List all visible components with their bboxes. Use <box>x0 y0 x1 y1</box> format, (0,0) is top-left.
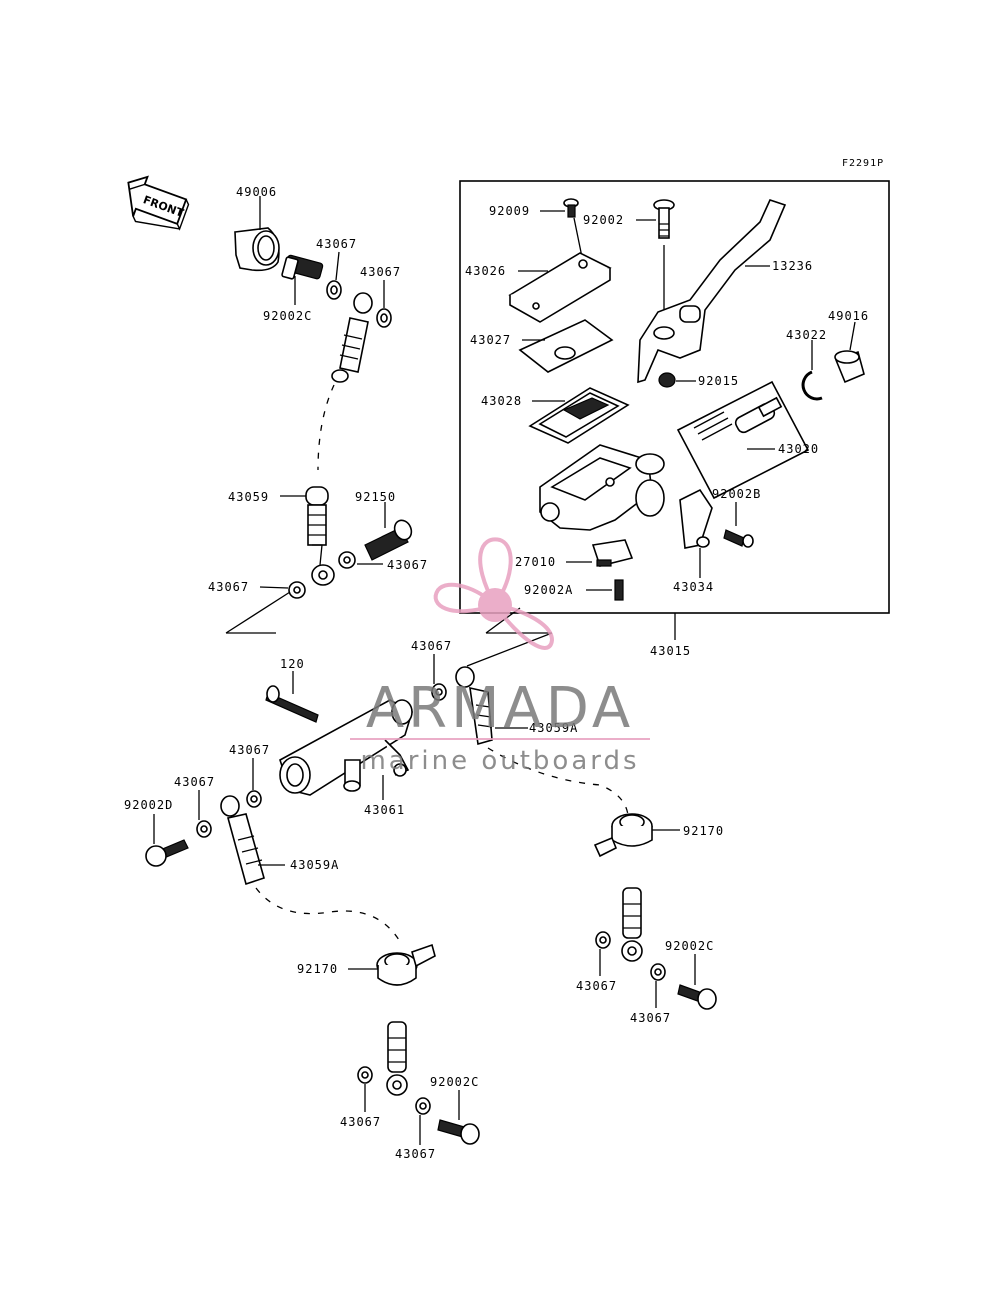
label-43059: 43059 <box>228 490 269 504</box>
label-27010: 27010 <box>515 555 556 569</box>
circlip-43022 <box>801 340 823 401</box>
hose-fitting-lower-left <box>386 1021 408 1096</box>
banjo-bolt-92002c <box>281 254 324 305</box>
label-43027: 43027 <box>470 333 511 347</box>
lever-nut-92015 <box>658 372 696 388</box>
clamp-bolt-92002b <box>723 502 754 548</box>
label-92002c-c: 92002C <box>430 1075 479 1089</box>
label-43034: 43034 <box>673 580 714 594</box>
brake-lever-13236 <box>637 199 787 384</box>
lever-pivot-bolt-92002 <box>636 199 675 320</box>
label-92150: 92150 <box>355 490 396 504</box>
washer-43067-k <box>415 1097 431 1145</box>
master-cylinder-assembly-box <box>459 180 890 614</box>
reservoir-cap-43026 <box>508 252 612 323</box>
banjo-bolt-92002d <box>145 814 189 867</box>
banjo-bolt-92002c-right <box>677 954 717 1010</box>
label-92170-a: 92170 <box>683 824 724 838</box>
label-120: 120 <box>280 657 305 671</box>
hose-fitting-43059a-upper <box>455 666 528 746</box>
label-43067-i: 43067 <box>630 1011 671 1025</box>
boot-49016 <box>834 321 865 384</box>
label-92002d: 92002D <box>124 798 173 812</box>
label-43067-b: 43067 <box>360 265 401 279</box>
switch-screw-92002a <box>586 579 624 601</box>
label-43067-e: 43067 <box>411 639 452 653</box>
label-43020: 43020 <box>778 442 819 456</box>
banjo-bolt-92002c-lower <box>437 1090 480 1145</box>
label-92002a: 92002A <box>524 583 573 597</box>
washer-43067-i <box>650 963 666 1008</box>
hose-fitting-lower-right <box>621 887 643 962</box>
figure-code: F2291P <box>842 158 884 169</box>
bolt-92150 <box>364 502 413 561</box>
label-43067-k: 43067 <box>395 1147 436 1161</box>
brake-hose-right <box>487 747 629 816</box>
washer-43067-j <box>357 1066 373 1112</box>
label-92002c-b: 92002C <box>665 939 714 953</box>
label-43067-g: 43067 <box>174 775 215 789</box>
master-cylinder-body <box>539 444 665 531</box>
label-43059a-b: 43059A <box>290 858 339 872</box>
propeller-icon <box>433 537 555 650</box>
label-43067-a: 43067 <box>316 237 357 251</box>
bolt-120 <box>265 671 319 723</box>
brake-switch-27010 <box>566 539 634 567</box>
washer-43067-a <box>326 251 342 300</box>
label-43067-d: 43067 <box>208 580 249 594</box>
diaphragm-43028 <box>528 387 630 444</box>
piston-kit-43020 <box>676 380 810 500</box>
front-arrow-icon: FRONT <box>127 175 190 231</box>
hose-fitting-43059a-left <box>220 795 285 886</box>
reservoir-cup-49006 <box>234 196 280 272</box>
diaphragm-plate-43027 <box>518 319 614 373</box>
brake-hose-splitter-43061 <box>279 699 413 800</box>
brake-hose-upper <box>317 384 335 471</box>
brake-hose-left <box>255 887 403 946</box>
label-43067-h: 43067 <box>576 979 617 993</box>
watermark-brand: ARMADA <box>366 676 634 741</box>
washer-43067-c <box>338 551 383 569</box>
washer-43067-g <box>196 790 212 838</box>
label-43067-c: 43067 <box>387 558 428 572</box>
washer-43067-h <box>595 931 611 976</box>
label-43026: 43026 <box>465 264 506 278</box>
label-43059a-a: 43059A <box>529 721 578 735</box>
label-49006: 49006 <box>236 185 277 199</box>
hose-fitting-upper <box>331 292 373 383</box>
routing-line-left <box>225 591 291 634</box>
label-43061: 43061 <box>364 803 405 817</box>
routing-line-right <box>466 607 553 667</box>
label-92009: 92009 <box>489 204 530 218</box>
label-13236: 13236 <box>772 259 813 273</box>
label-43067-j: 43067 <box>340 1115 381 1129</box>
label-43028: 43028 <box>481 394 522 408</box>
label-43015: 43015 <box>650 644 691 658</box>
cap-screw-92009 <box>540 198 584 263</box>
hose-joint-92170-right <box>593 813 680 858</box>
hose-joint-92170-left <box>348 943 436 986</box>
hose-fitting-43059 <box>280 486 335 586</box>
washer-43067-e <box>431 654 447 701</box>
watermark-logo: ARMADA marine outboards <box>350 537 650 776</box>
watermark-tagline: marine outboards <box>360 746 639 776</box>
label-43022: 43022 <box>786 328 827 342</box>
label-92002: 92002 <box>583 213 624 227</box>
washer-43067-b <box>376 280 392 328</box>
label-92002b: 92002B <box>712 487 761 501</box>
label-92015: 92015 <box>698 374 739 388</box>
label-49016: 49016 <box>828 309 869 323</box>
label-92170-b: 92170 <box>297 962 338 976</box>
label-92002c-a: 92002C <box>263 309 312 323</box>
clamp-43034 <box>679 488 713 578</box>
washer-43067-f <box>246 758 262 808</box>
label-43067-f: 43067 <box>229 743 270 757</box>
washer-43067-d <box>259 581 306 599</box>
